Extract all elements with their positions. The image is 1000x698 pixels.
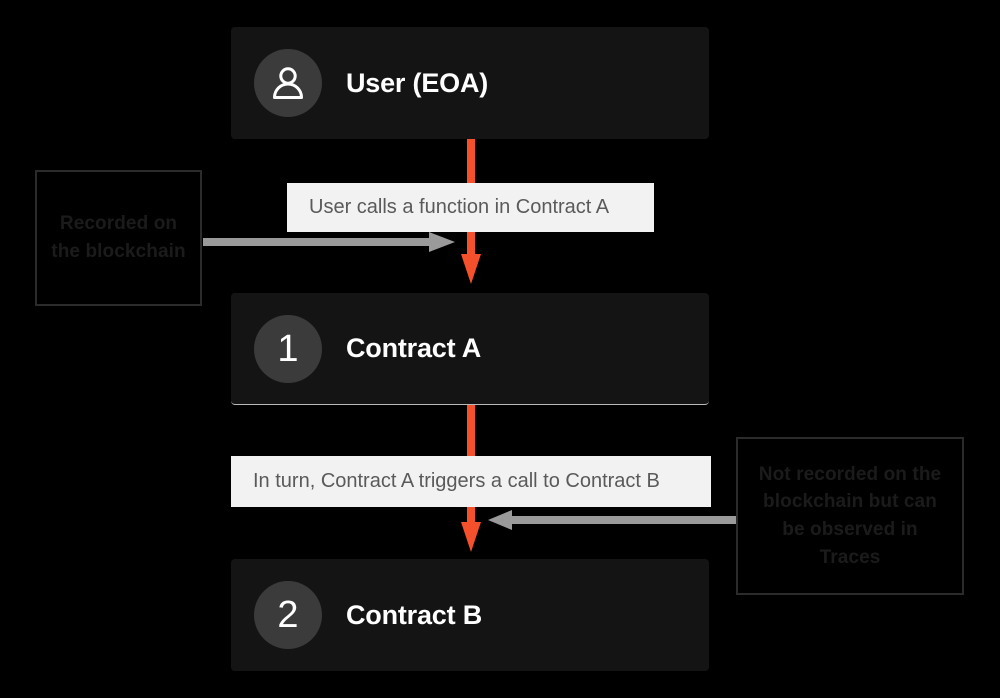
callout-text-not-recorded: Not recorded on the blockchain but can b…	[758, 463, 942, 568]
node-contract-a[interactable]: 1 Contract A	[231, 293, 709, 405]
step-label-text-2: In turn, Contract A triggers a call to C…	[253, 470, 660, 492]
node-label-contract-a: Contract A	[346, 333, 482, 363]
step-label-user-calls-function: User calls a function in Contract A	[287, 183, 654, 232]
step-label-contract-a-triggers-call: In turn, Contract A triggers a call to C…	[231, 456, 711, 507]
person-icon	[273, 67, 303, 99]
step-number-2: 2	[277, 594, 299, 636]
callout-recorded-on-blockchain: Recorded on the blockchain	[35, 170, 202, 306]
connector-arrow-not-recorded-traces	[488, 509, 738, 531]
connector-arrow-recorded-on-blockchain	[203, 231, 455, 253]
node-label-user-eoa: User (EOA)	[346, 67, 489, 98]
step-number-1: 1	[277, 327, 299, 370]
node-contract-b[interactable]: 2 Contract B	[231, 559, 709, 671]
gray-right-arrow-icon	[203, 232, 455, 252]
user-avatar-badge	[254, 49, 322, 117]
step-number-badge-1: 1	[254, 314, 322, 383]
step-label-text-1: User calls a function in Contract A	[309, 196, 610, 218]
node-user-eoa[interactable]: User (EOA)	[231, 27, 709, 139]
gray-left-arrow-icon	[488, 510, 738, 530]
node-label-contract-b: Contract B	[346, 599, 483, 630]
callout-not-recorded-traces: Not recorded on the blockchain but can b…	[736, 437, 964, 595]
callout-text-recorded: Recorded on the blockchain	[51, 213, 186, 262]
step-number-badge-2: 2	[254, 581, 322, 649]
